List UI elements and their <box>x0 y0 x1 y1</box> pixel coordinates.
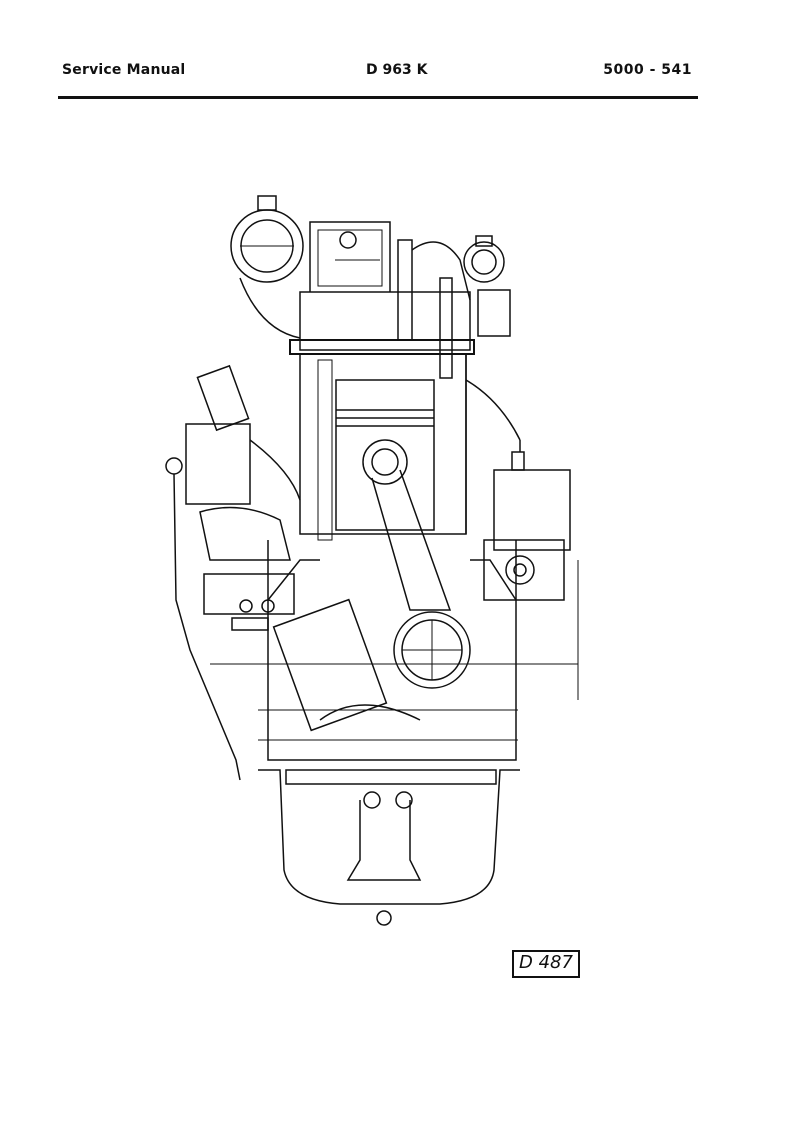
page-number: 5000 - 541 <box>603 62 692 78</box>
engine-model: D 963 K <box>366 62 428 78</box>
manual-title: Service Manual <box>62 62 186 78</box>
figure-label: D 487 <box>512 950 580 978</box>
exhaust-manifold <box>463 235 511 337</box>
oil-filter <box>185 364 301 631</box>
dipstick <box>165 457 241 781</box>
cylinder-block <box>299 353 521 541</box>
crankcase <box>210 540 578 761</box>
oil-pan <box>258 769 520 926</box>
intake-manifold <box>230 195 304 339</box>
injection-pump <box>483 440 579 700</box>
page-header: Service Manual D 963 K 5000 - 541 <box>58 56 698 86</box>
connecting-rod <box>371 469 471 689</box>
header-rule <box>58 96 698 99</box>
engine-cross-section-drawing <box>165 195 579 926</box>
